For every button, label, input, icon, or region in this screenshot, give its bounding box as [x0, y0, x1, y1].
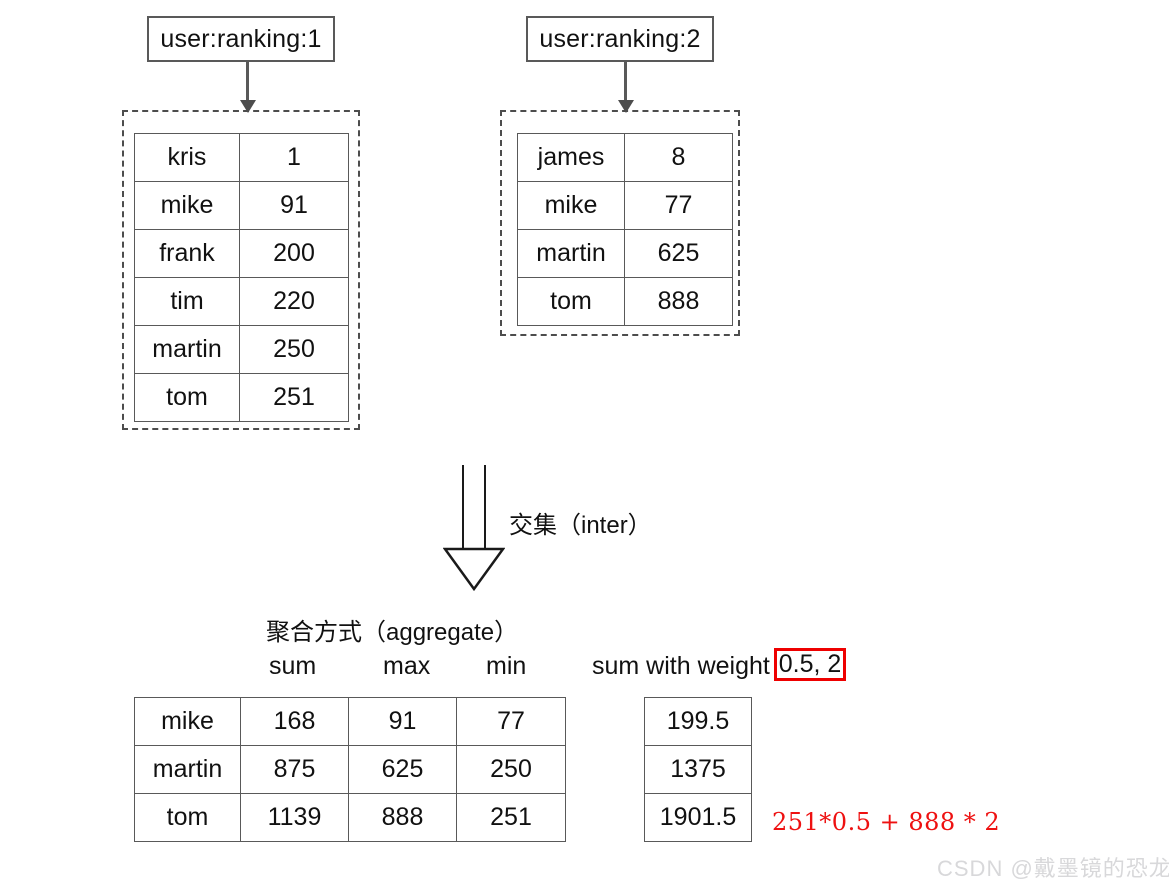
table-row: frank 200: [134, 229, 349, 278]
table-row: tom 1139 888 251: [134, 793, 566, 842]
cell-member: martin: [134, 745, 241, 794]
cell-member: mike: [134, 697, 241, 746]
cell-weighted-sum: 1901.5: [644, 793, 752, 842]
intersection-block-arrow: [443, 465, 505, 591]
column-header-min: min: [486, 652, 527, 680]
table-row: james 8: [517, 133, 733, 182]
cell-max: 91: [348, 697, 457, 746]
table-row: tom 888: [517, 277, 733, 326]
cell-member: tom: [517, 277, 625, 326]
weighted-sum-table: 199.5 1375 1901.5: [644, 697, 752, 842]
cell-member: tom: [134, 373, 240, 422]
set-b-table-body: james 8 mike 77 martin 625 tom 888: [517, 133, 733, 326]
set-a-table: kris 1 mike 91 frank 200 tim 220 martin …: [134, 133, 349, 422]
key-box-ranking-1-label: user:ranking:1: [160, 24, 322, 53]
aggregate-label: 聚合方式（aggregate）: [266, 619, 519, 646]
cell-member: kris: [134, 133, 240, 182]
arrow-key-b-to-set-b: [618, 62, 634, 114]
table-row: tim 220: [134, 277, 349, 326]
set-b-table: james 8 mike 77 martin 625 tom 888: [517, 133, 733, 326]
table-row: martin 625: [517, 229, 733, 278]
aggregate-result-table: mike 168 91 77 martin 875 625 250 tom 11…: [134, 697, 566, 842]
cell-score: 91: [239, 181, 349, 230]
block-arrow-shaft: [462, 465, 486, 551]
set-b-container: [500, 110, 740, 336]
cell-member: mike: [134, 181, 240, 230]
cell-score: 888: [624, 277, 733, 326]
table-row: kris 1: [134, 133, 349, 182]
cell-min: 250: [456, 745, 566, 794]
weights-value: 0.5, 2: [778, 650, 842, 678]
arrow-head-icon: [618, 100, 634, 113]
cell-member: mike: [517, 181, 625, 230]
cell-sum: 1139: [240, 793, 349, 842]
cell-score: 77: [624, 181, 733, 230]
table-row: mike 77: [517, 181, 733, 230]
cell-member: tom: [134, 793, 241, 842]
cell-score: 625: [624, 229, 733, 278]
table-row: mike 91: [134, 181, 349, 230]
key-box-ranking-1: user:ranking:1: [147, 16, 335, 62]
cell-sum: 168: [240, 697, 349, 746]
column-header-max: max: [383, 652, 431, 680]
cell-member: james: [517, 133, 625, 182]
table-row: 199.5: [644, 697, 752, 746]
cell-score: 8: [624, 133, 733, 182]
cell-member: tim: [134, 277, 240, 326]
cell-weighted-sum: 199.5: [644, 697, 752, 746]
cell-sum: 875: [240, 745, 349, 794]
arrow-shaft: [246, 62, 249, 102]
cell-weighted-sum: 1375: [644, 745, 752, 794]
cell-max: 888: [348, 793, 457, 842]
weighted-sum-body: 199.5 1375 1901.5: [644, 697, 752, 842]
cell-score: 250: [239, 325, 349, 374]
cell-score: 220: [239, 277, 349, 326]
set-a-container: [122, 110, 360, 430]
cell-member: martin: [134, 325, 240, 374]
weighted-formula-annotation: 251*0.5 + 888 * 2: [772, 808, 1001, 836]
intersection-label: 交集（inter）: [509, 512, 652, 539]
cell-max: 625: [348, 745, 457, 794]
cell-member: frank: [134, 229, 240, 278]
cell-min: 251: [456, 793, 566, 842]
cell-score: 200: [239, 229, 349, 278]
table-row: tom 251: [134, 373, 349, 422]
table-row: 1375: [644, 745, 752, 794]
arrow-key-a-to-set-a: [240, 62, 256, 114]
block-arrow-head-icon: [443, 547, 505, 591]
table-row: 1901.5: [644, 793, 752, 842]
key-box-ranking-2-label: user:ranking:2: [539, 24, 701, 53]
column-header-sum: sum: [269, 652, 317, 680]
table-row: martin 875 625 250: [134, 745, 566, 794]
aggregate-result-body: mike 168 91 77 martin 875 625 250 tom 11…: [134, 697, 566, 842]
cell-min: 77: [456, 697, 566, 746]
set-a-table-body: kris 1 mike 91 frank 200 tim 220 martin …: [134, 133, 349, 422]
table-row: martin 250: [134, 325, 349, 374]
watermark: CSDN @戴墨镜的恐龙: [937, 856, 1169, 881]
column-header-sum-with-weight: sum with weight: [592, 652, 770, 680]
arrow-shaft: [624, 62, 627, 102]
arrow-head-icon: [240, 100, 256, 113]
weights-highlight-box: 0.5, 2: [774, 648, 846, 681]
key-box-ranking-2: user:ranking:2: [526, 16, 714, 62]
cell-member: martin: [517, 229, 625, 278]
cell-score: 1: [239, 133, 349, 182]
table-row: mike 168 91 77: [134, 697, 566, 746]
cell-score: 251: [239, 373, 349, 422]
